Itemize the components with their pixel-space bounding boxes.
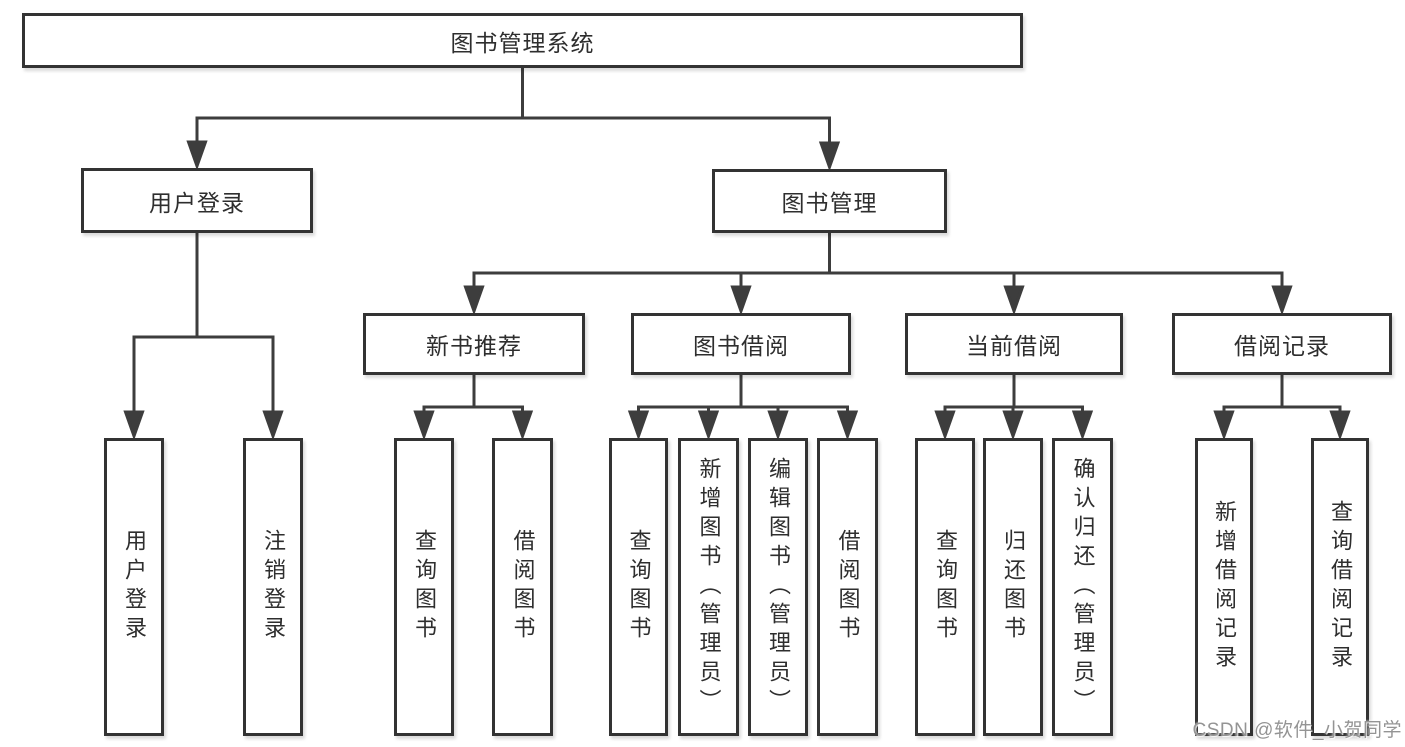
arrowhead-icon bbox=[1213, 410, 1235, 441]
node-label-leaf-bb-add: 新增图书（管理员） bbox=[696, 456, 722, 718]
node-label-leaf-br-query: 查询借阅记录 bbox=[1328, 500, 1353, 674]
arrowhead-icon bbox=[697, 410, 720, 441]
arrowhead-icon bbox=[262, 410, 284, 441]
node-book-borrow: 图书借阅 bbox=[631, 313, 851, 375]
node-book-mgmt: 图书管理 bbox=[712, 169, 947, 233]
node-label-user-login: 用户登录 bbox=[149, 189, 245, 216]
node-label-leaf-nbr-borrow: 借阅图书 bbox=[510, 529, 536, 645]
watermark: CSDN @软件_小贺同学 bbox=[1192, 720, 1402, 741]
node-leaf-bb-query: 查询图书 bbox=[609, 438, 668, 736]
node-user-login: 用户登录 bbox=[81, 168, 313, 233]
arrowhead-icon bbox=[186, 140, 208, 171]
node-label-leaf-cb-query: 查询图书 bbox=[933, 529, 958, 645]
arrowhead-icon bbox=[1329, 410, 1351, 441]
node-label-current-borrow: 当前借阅 bbox=[966, 333, 1062, 359]
node-leaf-br-query: 查询借阅记录 bbox=[1311, 438, 1369, 736]
node-label-leaf-cb-return: 归还图书 bbox=[1001, 529, 1026, 645]
node-label-leaf-bb-borrow: 借阅图书 bbox=[835, 529, 861, 645]
node-label-leaf-br-add: 新增借阅记录 bbox=[1212, 500, 1237, 674]
node-current-borrow: 当前借阅 bbox=[905, 313, 1123, 375]
node-label-root: 图书管理系统 bbox=[450, 29, 595, 56]
node-leaf-bb-borrow: 借阅图书 bbox=[817, 438, 878, 736]
node-label-book-borrow: 图书借阅 bbox=[693, 333, 789, 359]
node-leaf-nbr-borrow: 借阅图书 bbox=[492, 438, 553, 736]
node-borrow-record: 借阅记录 bbox=[1172, 313, 1392, 375]
node-label-leaf-user-login: 用户登录 bbox=[122, 529, 147, 645]
node-label-leaf-logout: 注销登录 bbox=[261, 529, 286, 645]
node-leaf-cb-query: 查询图书 bbox=[915, 438, 975, 736]
arrowhead-icon bbox=[767, 410, 789, 441]
arrowhead-icon bbox=[123, 410, 145, 441]
node-leaf-user-login: 用户登录 bbox=[104, 438, 164, 736]
arrowhead-icon bbox=[1071, 410, 1094, 441]
arrowhead-icon bbox=[730, 285, 752, 316]
node-leaf-bb-add: 新增图书（管理员） bbox=[678, 438, 739, 736]
arrowhead-icon bbox=[1271, 285, 1293, 316]
node-leaf-bb-edit: 编辑图书（管理员） bbox=[748, 438, 808, 736]
node-label-leaf-bb-edit: 编辑图书（管理员） bbox=[766, 456, 791, 718]
arrowhead-icon bbox=[818, 141, 841, 172]
arrowhead-icon bbox=[627, 410, 650, 441]
arrowhead-icon bbox=[836, 410, 859, 441]
arrowhead-icon bbox=[511, 410, 534, 441]
arrowhead-icon bbox=[463, 285, 485, 316]
node-new-book-rec: 新书推荐 bbox=[363, 313, 585, 375]
node-label-leaf-bb-query: 查询图书 bbox=[626, 529, 652, 645]
node-leaf-cb-return: 归还图书 bbox=[983, 438, 1043, 736]
node-label-leaf-cb-confirm: 确认归还（管理员） bbox=[1070, 456, 1096, 718]
node-leaf-nbr-query: 查询图书 bbox=[394, 438, 454, 736]
node-leaf-cb-confirm: 确认归还（管理员） bbox=[1052, 438, 1113, 736]
node-label-borrow-record: 借阅记录 bbox=[1234, 333, 1330, 359]
node-label-new-book-rec: 新书推荐 bbox=[426, 333, 522, 359]
node-root: 图书管理系统 bbox=[22, 13, 1023, 68]
arrowhead-icon bbox=[1002, 410, 1024, 441]
arrowhead-icon bbox=[934, 410, 956, 441]
node-leaf-br-add: 新增借阅记录 bbox=[1195, 438, 1253, 736]
node-label-leaf-nbr-query: 查询图书 bbox=[412, 529, 437, 645]
arrowhead-icon bbox=[1003, 285, 1025, 316]
arrowhead-icon bbox=[413, 410, 435, 441]
node-leaf-logout: 注销登录 bbox=[243, 438, 303, 736]
node-label-book-mgmt: 图书管理 bbox=[781, 190, 878, 216]
